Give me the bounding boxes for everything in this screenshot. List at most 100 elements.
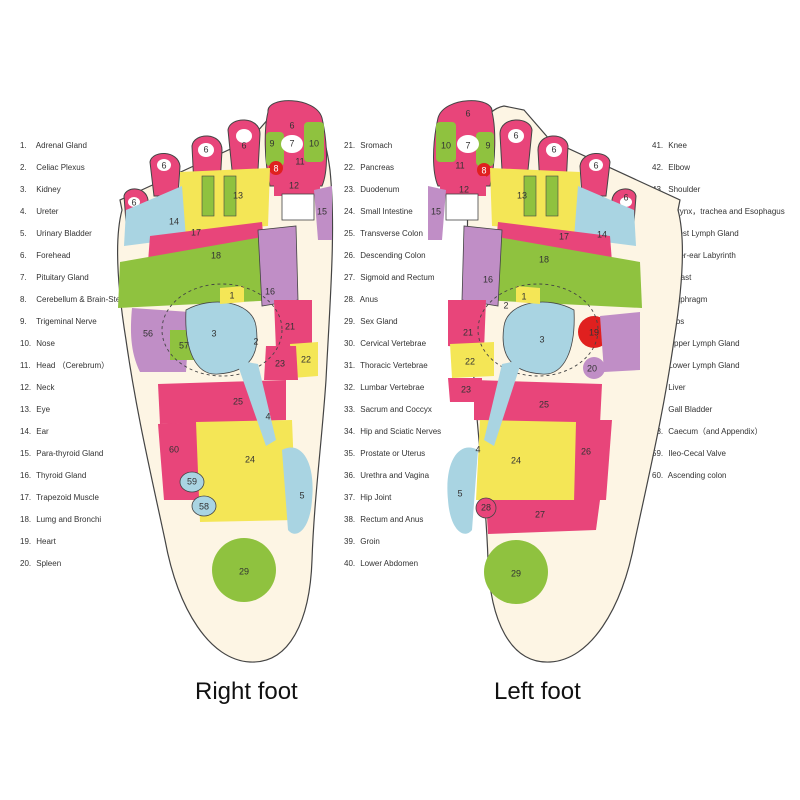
legend-item-number: 13. xyxy=(20,405,32,414)
legend-item-number: 6. xyxy=(20,251,27,260)
zone-number-label: 23 xyxy=(275,358,285,368)
legend-item-number: 5. xyxy=(20,229,27,238)
legend-item-label: Elbow xyxy=(668,163,691,172)
zone-number-label: 9 xyxy=(485,140,490,150)
zone-number-label: 57 xyxy=(179,340,189,350)
left-zone-20 xyxy=(583,357,605,379)
legend-item-number: 29. xyxy=(344,317,356,326)
legend-item: 30. Cervical Vertebrae xyxy=(344,339,464,361)
legend-item-label: Forehead xyxy=(36,251,71,260)
legend-item-number: 27. xyxy=(344,273,356,282)
legend-item-number: 11. xyxy=(20,361,31,370)
legend-item: 4. Ureter xyxy=(20,207,140,229)
legend-item-label: Ileo-Cecal Valve xyxy=(668,449,726,458)
right-solar-plexus-outline xyxy=(161,283,283,377)
zone-number-label: 29 xyxy=(239,566,249,576)
legend-item-label: Para-thyroid Gland xyxy=(36,449,104,458)
right-zone-5 xyxy=(282,447,313,534)
legend-item-label: Trapezoid Muscle xyxy=(36,493,99,502)
legend-item: 11. Head （Cerebrum） xyxy=(20,361,140,383)
zone-number-label: 6 xyxy=(131,197,136,207)
legend-item-label: Pancreas xyxy=(360,163,395,172)
zone-number-label: 10 xyxy=(441,140,451,150)
legend-item: 1. Adrenal Gland xyxy=(20,141,140,163)
zone-number-label: 4 xyxy=(265,411,270,421)
legend-item-label: Inner-ear Labyrinth xyxy=(668,251,736,260)
legend-item: 41. Knee xyxy=(652,141,792,163)
legend-item-number: 28. xyxy=(344,295,356,304)
right-zone-21 xyxy=(274,300,312,350)
left-zone-15 xyxy=(428,186,446,240)
legend-item: 34. Hip and Sciatic Nerves xyxy=(344,427,464,449)
legend-item-number: 35. xyxy=(344,449,356,458)
zone-number-label: 17 xyxy=(191,227,201,237)
legend-item: 25. Transverse Colon xyxy=(344,229,464,251)
right-big-toe-zone-8 xyxy=(269,161,283,175)
legend-item-number: 3. xyxy=(20,185,27,194)
left-zone-26 xyxy=(574,420,612,500)
legend-item-label: Trigeminal Nerve xyxy=(36,317,97,326)
legend-item-label: Eye xyxy=(36,405,51,414)
left-zone-1 xyxy=(516,286,540,304)
zone-number-label: 6 xyxy=(513,130,518,140)
left-zone-16 xyxy=(461,225,503,307)
zone-number-label: 16 xyxy=(265,286,275,296)
zone-number-label: 28 xyxy=(481,502,491,512)
legend-item: 12. Neck xyxy=(20,383,140,405)
legend-item-label: Sex Gland xyxy=(360,317,398,326)
legend-item-label: Lumg and Bronchi xyxy=(36,515,102,524)
legend-item-label: Diaphragm xyxy=(668,295,708,304)
legend-item: 20. Spleen xyxy=(20,559,140,581)
zone-number-label: 10 xyxy=(309,138,319,148)
zone-number-label: 5 xyxy=(299,490,304,500)
zone-number-label: 5 xyxy=(457,488,462,498)
zone-number-label: 15 xyxy=(317,206,327,216)
legend-item: 2. Celiac Plexus xyxy=(20,163,140,185)
zone-number-label: 22 xyxy=(465,356,475,366)
legend-item-label: Gall Bladder xyxy=(668,405,713,414)
right-big-toe-zone-9 xyxy=(266,132,284,166)
legend-item-number: 31. xyxy=(344,361,356,370)
legend-item: 23. Duodenum xyxy=(344,185,464,207)
zone-number-label: 15 xyxy=(431,206,441,216)
zone-number-label: 26 xyxy=(581,446,591,456)
right-foot-caption: Right foot xyxy=(195,678,298,705)
zone-number-label: 59 xyxy=(187,476,197,486)
zone-number-label: 6 xyxy=(289,120,294,130)
legend-item: 17. Trapezoid Muscle xyxy=(20,493,140,515)
legend-item: 42. Elbow xyxy=(652,163,792,185)
zone-number-label: 29 xyxy=(511,568,521,578)
zone-number-label: 25 xyxy=(539,399,549,409)
legend-item-label: Transverse Colon xyxy=(360,229,423,238)
right-zone-58 xyxy=(191,495,217,517)
left-big-toe-joint xyxy=(445,193,479,221)
zone-number-label: 6 xyxy=(241,140,246,150)
right-zone-24 xyxy=(196,420,296,522)
legend-item-label: Groin xyxy=(360,537,380,546)
legend-item-label: Liver xyxy=(668,383,686,392)
legend-item: 33. Sacrum and Coccyx xyxy=(344,405,464,427)
legend-item-number: 33. xyxy=(344,405,356,414)
legend-item-number: 14. xyxy=(20,427,32,436)
zone-number-label: 16 xyxy=(483,274,493,284)
zone-number-label: 27 xyxy=(535,509,545,519)
zone-number-label: 6 xyxy=(161,160,166,170)
legend-item-label: Pituitary Gland xyxy=(36,273,89,282)
legend-item-number: 30. xyxy=(344,339,356,348)
legend-item-label: Hip Joint xyxy=(360,493,392,502)
legend-item: 13. Eye xyxy=(20,405,140,427)
left-zone-14-band xyxy=(574,186,636,246)
legend-item: 5. Urinary Bladder xyxy=(20,229,140,251)
zone-number-label: 14 xyxy=(597,229,607,239)
zone-number-label: 7 xyxy=(289,138,294,148)
zone-number-label: 17 xyxy=(559,231,569,241)
left-big-toe-zone-7 xyxy=(457,135,479,153)
legend-item-label: Head （Cerebrum） xyxy=(36,361,110,370)
left-foot-caption: Left foot xyxy=(494,678,581,705)
legend-item: 28. Anus xyxy=(344,295,464,317)
legend-item-label: Larynx，trachea and Esophagus xyxy=(668,207,785,216)
zone-number-label: 6 xyxy=(551,144,556,154)
right-zone-59 xyxy=(179,471,205,493)
legend-item-number: 10. xyxy=(20,339,32,348)
left-big-toe-zone-8 xyxy=(477,163,491,177)
